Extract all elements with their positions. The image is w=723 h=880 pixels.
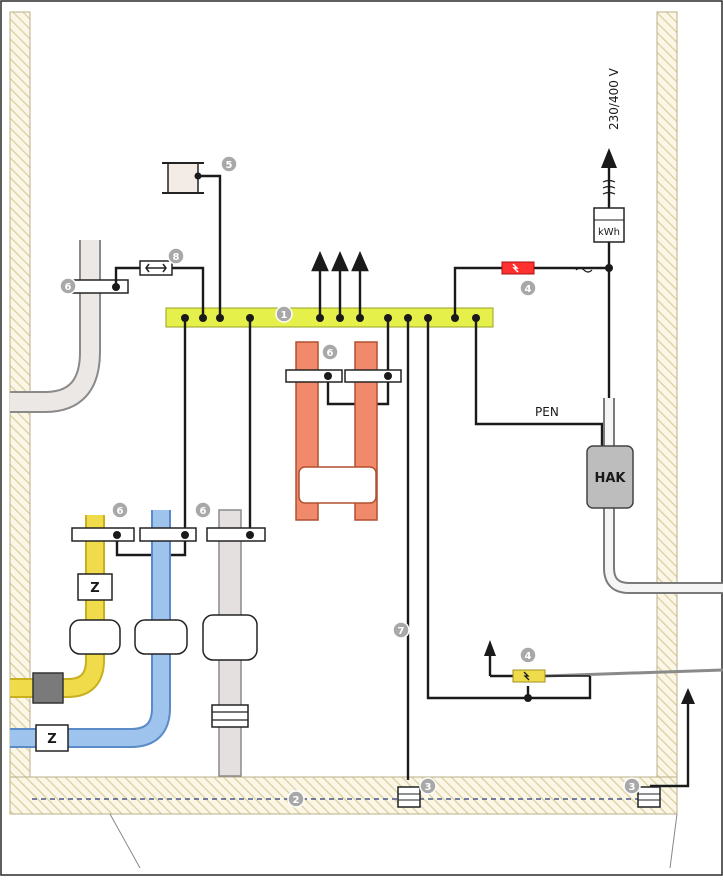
svg-text:6: 6 — [200, 506, 207, 517]
gas-meter-z-label: Z — [90, 581, 99, 596]
numbered-markers: 1 2 3 3 4 4 5 6 — [59, 155, 641, 808]
gas-pipe — [10, 515, 135, 704]
service-connection-box: HAK — [586, 445, 634, 509]
marker-2: 2 — [287, 790, 305, 808]
meter-label: kWh — [598, 227, 620, 238]
busbar-up-arrows — [311, 251, 369, 318]
marker-8: 8 — [167, 247, 185, 265]
water-meter-z-label: Z — [47, 732, 56, 747]
busbar — [165, 307, 494, 328]
svg-text:6: 6 — [117, 506, 124, 517]
heating-boiler — [298, 466, 377, 504]
electricity-meter: kWh — [593, 207, 625, 243]
gas-valve — [32, 672, 64, 704]
marker-3a: 3 — [419, 777, 437, 795]
svg-text:4: 4 — [525, 284, 532, 295]
supply-line — [534, 148, 723, 594]
right-wall — [656, 11, 678, 778]
marker-1: 1 — [275, 305, 293, 323]
earth-terminal-boxes — [397, 786, 661, 808]
surge-fuse-upper — [501, 261, 535, 275]
clamp-drain-pipe — [206, 527, 266, 542]
svg-text:8: 8 — [173, 252, 180, 263]
surge-fuse-lower — [484, 640, 723, 702]
gas-coupling — [69, 619, 121, 655]
svg-text:2: 2 — [293, 795, 300, 806]
drain-coupling — [202, 614, 258, 661]
marker-3b: 3 — [623, 777, 641, 795]
meter-bridge — [139, 260, 173, 276]
marker-4a: 4 — [519, 279, 537, 297]
bath-bonding-symbol — [162, 162, 204, 194]
marker-6a: 6 — [59, 277, 77, 295]
svg-text:4: 4 — [525, 651, 532, 662]
foundation-line-left — [109, 813, 141, 869]
voltage-label: 230/400 V — [607, 67, 621, 130]
clamp-water-pipe — [139, 527, 197, 542]
gas-meter-box — [77, 573, 113, 601]
svg-text:3: 3 — [629, 782, 636, 793]
svg-text:3: 3 — [425, 782, 432, 793]
marker-4b: 4 — [519, 646, 537, 664]
heating-pipes — [285, 341, 402, 521]
drain-fitting — [211, 704, 249, 728]
marker-7: 7 — [392, 621, 410, 639]
floor-slab — [9, 776, 678, 815]
marker-6d: 6 — [194, 501, 212, 519]
water-pipe — [10, 510, 197, 752]
water-meter-box — [35, 724, 69, 752]
foundation-lead-arrow — [650, 688, 695, 788]
hak-label: HAK — [594, 471, 626, 486]
pen-label: PEN — [535, 405, 559, 419]
svg-text:7: 7 — [398, 626, 405, 637]
wall-pipe-upper-fill — [10, 240, 99, 411]
svg-text:6: 6 — [327, 348, 334, 359]
busbar-terminals — [181, 314, 480, 322]
svg-text:1: 1 — [281, 310, 288, 321]
water-coupling — [134, 619, 188, 655]
foundation-line-right — [669, 813, 678, 869]
clamp-gas-pipe — [71, 527, 135, 542]
clamp-heating-right — [344, 369, 402, 383]
svg-text:6: 6 — [65, 282, 72, 293]
marker-5: 5 — [220, 155, 238, 173]
clamp-heating-left — [285, 369, 343, 383]
marker-6c: 6 — [111, 501, 129, 519]
marker-6b: 6 — [321, 343, 339, 361]
drain-pipe — [202, 509, 266, 777]
svg-text:5: 5 — [226, 160, 233, 171]
